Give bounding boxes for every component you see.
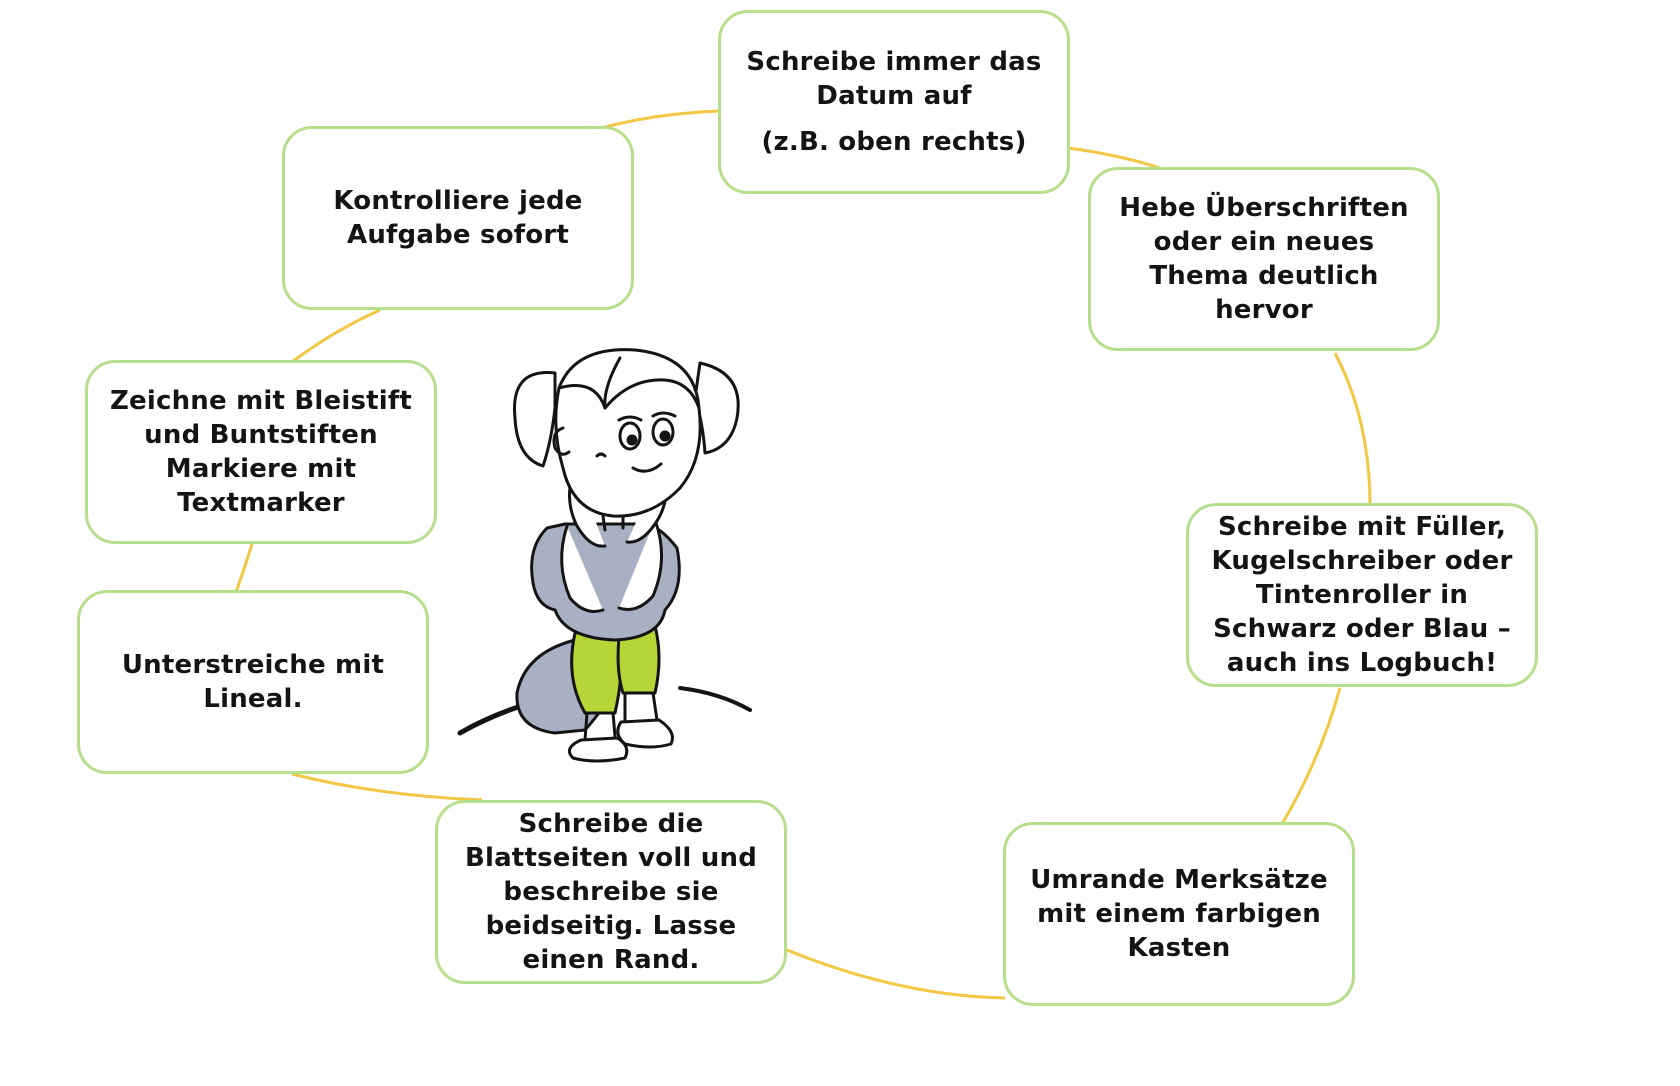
node-underline-line-1: Unterstreiche mit <box>121 650 385 680</box>
node-date: Schreibe immer das Datum auf (z.B. oben … <box>718 10 1070 194</box>
node-pages-line-4: beidseitig. Lasse <box>485 911 737 941</box>
connector-headings-pen <box>1333 352 1372 506</box>
node-date-line-2: Datum auf <box>816 81 972 111</box>
node-pages-line-2: Blattseiten voll und <box>464 843 758 873</box>
node-frame-line-3: Kasten <box>1127 933 1231 963</box>
node-check-line-2: Aufgabe sofort <box>347 220 569 250</box>
node-underline: Unterstreiche mit Lineal. <box>77 590 429 774</box>
node-headings: Hebe Überschriften oder ein neues Thema … <box>1088 167 1440 351</box>
node-check-line-1: Kontrolliere jede <box>333 186 583 216</box>
node-headings-line-2: oder ein neues <box>1153 227 1375 257</box>
connector-pen-frame <box>1280 687 1342 825</box>
node-draw-line-4: Textmarker <box>177 488 345 518</box>
node-headings-line-3: Thema deutlich <box>1149 261 1379 291</box>
node-pages: Schreibe die Blattseiten voll und beschr… <box>435 800 787 984</box>
node-pen: Schreibe mit Füller, Kugelschreiber oder… <box>1186 503 1538 687</box>
node-draw-line-2: und Buntstiften <box>144 420 378 450</box>
node-frame-line-2: mit einem farbigen <box>1037 899 1321 929</box>
node-headings-line-4: hervor <box>1215 295 1313 325</box>
node-pen-line-4: Schwarz oder Blau – <box>1213 614 1511 644</box>
node-pen-line-5: auch ins Logbuch! <box>1226 648 1498 678</box>
connector-draw-check <box>291 308 381 364</box>
node-draw: Zeichne mit Bleistift und Buntstiften Ma… <box>85 360 437 544</box>
connector-frame-pages <box>786 948 1006 1000</box>
connector-date-headings <box>1067 146 1161 170</box>
node-frame-line-1: Umrande Merksätze <box>1030 865 1328 895</box>
node-check: Kontrolliere jede Aufgabe sofort <box>282 126 634 310</box>
node-date-line-1: Schreibe immer das <box>746 47 1042 77</box>
node-pages-line-3: beschreibe sie <box>503 877 719 907</box>
node-date-extra: (z.B. oben rechts) <box>761 127 1027 157</box>
node-draw-line-1: Zeichne mit Bleistift <box>109 386 413 416</box>
node-pen-line-1: Schreibe mit Füller, <box>1217 512 1507 542</box>
node-headings-line-1: Hebe Überschriften <box>1119 193 1409 223</box>
connector-check-date <box>604 109 721 129</box>
connector-underline-draw <box>234 543 254 593</box>
node-pen-line-2: Kugelschreiber oder <box>1211 546 1513 576</box>
node-pen-line-3: Tintenroller in <box>1255 580 1469 610</box>
connector-pages-underline <box>291 772 483 802</box>
node-pages-line-5: einen Rand. <box>522 945 700 975</box>
node-draw-line-3: Markiere mit <box>165 454 357 484</box>
girl-thinking-illustration <box>457 348 752 763</box>
node-pages-line-1: Schreibe die <box>518 809 704 839</box>
node-frame: Umrande Merksätze mit einem farbigen Kas… <box>1003 822 1355 1006</box>
node-underline-line-2: Lineal. <box>203 684 303 714</box>
